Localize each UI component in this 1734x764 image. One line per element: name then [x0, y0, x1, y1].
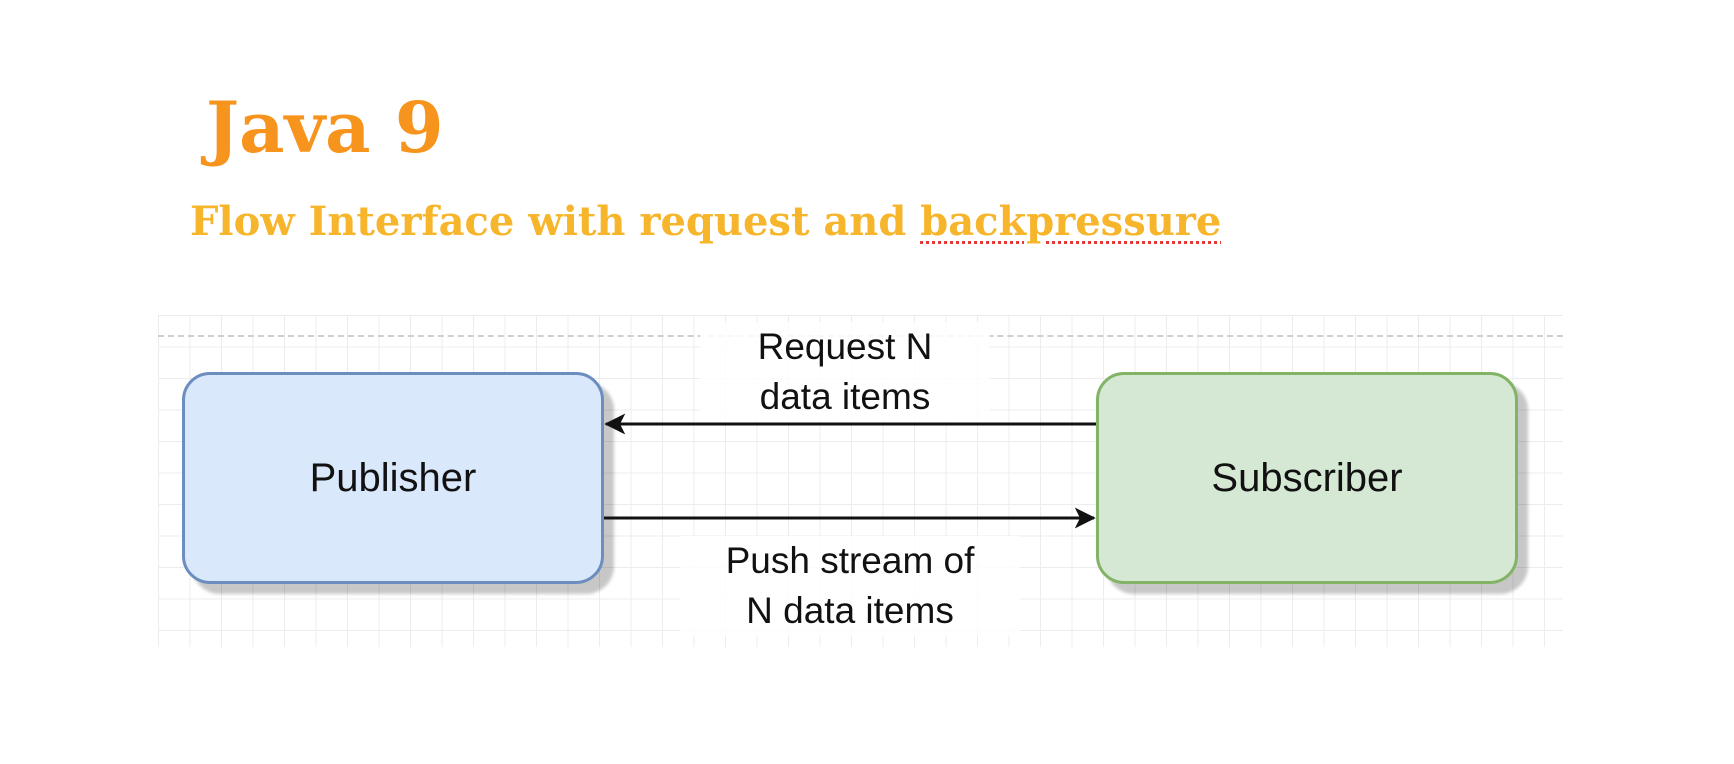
push-label-line-1: Push stream of [725, 540, 975, 581]
publisher-node: Publisher [182, 372, 604, 584]
push-edge-label: Push stream of N data items [680, 536, 1020, 636]
publisher-label: Publisher [309, 455, 477, 500]
request-label-line-2: data items [759, 376, 931, 417]
push-label-line-2: N data items [746, 590, 954, 631]
subscriber-node: Subscriber [1096, 372, 1518, 584]
subtitle-misspelled-word: backpressure [920, 198, 1222, 245]
page-title: Java 9 [206, 86, 444, 169]
subtitle-text: Flow Interface with request and [190, 198, 921, 245]
request-edge-label: Request N data items [700, 322, 990, 422]
subscriber-label: Subscriber [1211, 455, 1403, 500]
page-subtitle: Flow Interface with request and backpres… [190, 192, 1221, 252]
request-label-line-1: Request N [757, 326, 933, 367]
